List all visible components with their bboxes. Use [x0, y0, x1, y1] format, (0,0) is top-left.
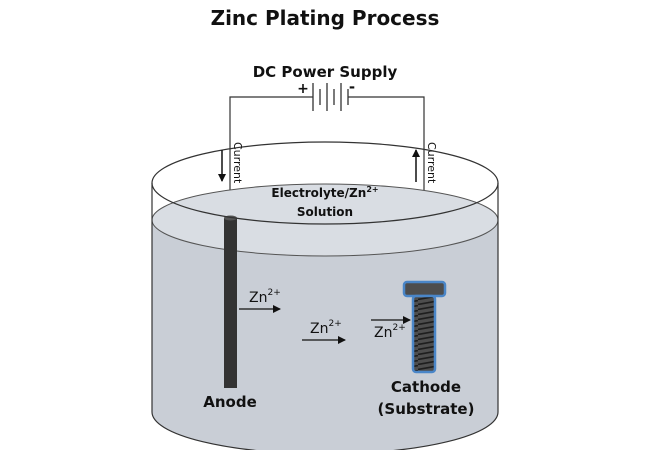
electrolyte-label: Electrolyte/Zn2+ — [271, 185, 378, 200]
zinc-ion-1-superscript: 2+ — [267, 288, 280, 298]
anode-label: Anode — [203, 393, 257, 411]
positive-terminal-label: + — [297, 81, 309, 97]
zinc-ion-label-3: Zn2+ — [374, 323, 406, 341]
power-supply-label: DC Power Supply — [253, 63, 398, 81]
current-label-left: Current — [231, 142, 244, 184]
electrolyte-line1: Electrolyte/Zn — [271, 186, 366, 200]
zinc-ion-label-2: Zn2+ — [310, 319, 342, 337]
bolt-shank — [411, 294, 437, 374]
zinc-ion-3-base: Zn — [374, 325, 392, 341]
zinc-ion-2-superscript: 2+ — [328, 319, 341, 329]
zinc-ion-1-base: Zn — [249, 290, 267, 306]
anode-rod — [224, 218, 237, 388]
tank-back-rim — [151, 141, 499, 184]
current-label-right: Current — [425, 142, 438, 184]
zinc-ion-label-1: Zn2+ — [249, 288, 281, 306]
zinc-ion-2-base: Zn — [310, 321, 328, 337]
cathode-label: Cathode — [391, 378, 461, 396]
electrolyte-line2: Solution — [297, 205, 353, 219]
battery-symbol — [312, 83, 349, 111]
cathode-sublabel: (Substrate) — [378, 400, 475, 418]
electrolyte-line1-superscript: 2+ — [366, 185, 378, 194]
page-title: Zinc Plating Process — [211, 6, 440, 30]
negative-terminal-label: - — [349, 78, 355, 96]
tank-outline — [151, 182, 499, 450]
cathode-bolt — [402, 280, 447, 374]
zinc-ion-3-superscript: 2+ — [392, 323, 405, 333]
bolt-head — [402, 280, 447, 298]
